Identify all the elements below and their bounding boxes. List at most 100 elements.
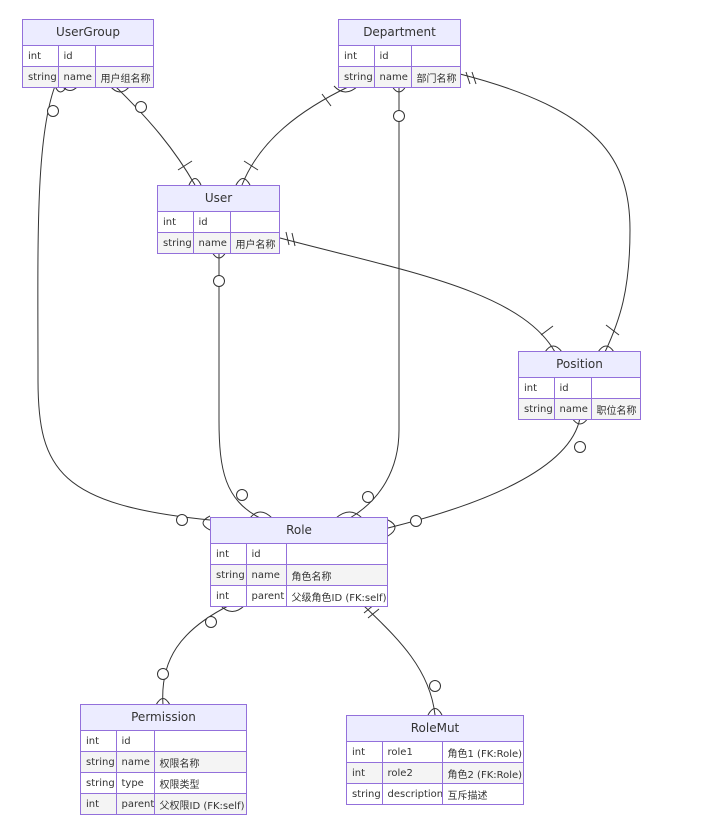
edge-department-role: [335, 85, 407, 519]
attribute-table: int id string name 用户组名称: [23, 46, 153, 87]
entity-user: User int id string name 用户名称: [157, 185, 280, 254]
attribute-name: role2: [382, 762, 443, 784]
attribute-type: string: [158, 232, 194, 253]
attribute-comment: [591, 378, 640, 399]
attribute-type: string: [81, 751, 117, 773]
entity-title: Position: [519, 352, 640, 378]
attribute-name: name: [193, 232, 231, 253]
attribute-row: int role2 角色2 (FK:Role): [347, 762, 523, 784]
attribute-name: type: [116, 772, 155, 794]
edge-department-position: [459, 71, 631, 353]
attribute-row: int id: [519, 378, 640, 399]
entity-department: Department int id string name 部门名称: [338, 19, 461, 88]
attribute-name: parent: [246, 585, 287, 606]
attribute-comment: 用户名称: [230, 232, 279, 253]
attribute-row: string type 权限类型: [81, 772, 246, 794]
attribute-name: id: [246, 544, 287, 565]
attribute-row: int id: [158, 212, 279, 233]
attribute-name: name: [246, 564, 287, 586]
entity-role: Role int id string name 角色名称 int parent …: [210, 517, 388, 607]
attribute-name: name: [374, 66, 412, 87]
attribute-comment: 权限类型: [154, 772, 246, 794]
attribute-comment: 父权限ID (FK:self): [154, 793, 246, 814]
attribute-row: int parent 父权限ID (FK:self): [81, 793, 246, 814]
attribute-name: id: [374, 46, 412, 67]
attribute-comment: 职位名称: [591, 398, 640, 419]
attribute-type: int: [81, 793, 117, 814]
attribute-name: name: [58, 66, 96, 87]
attribute-comment: 角色2 (FK:Role): [442, 762, 523, 784]
entity-usergroup: UserGroup int id string name 用户组名称: [22, 19, 154, 88]
attribute-name: description: [382, 783, 443, 804]
attribute-type: string: [339, 66, 375, 87]
attribute-type: int: [158, 212, 194, 233]
edge-user-position: [279, 231, 563, 353]
attribute-type: int: [81, 731, 117, 752]
edge-user-role: [211, 251, 273, 519]
attribute-row: string description 互斥描述: [347, 783, 523, 804]
attribute-row: int role1 角色1 (FK:Role): [347, 742, 523, 763]
attribute-type: int: [347, 762, 383, 784]
attribute-name: parent: [116, 793, 155, 814]
edge-usergroup-user: [109, 85, 202, 186]
attribute-name: id: [554, 378, 592, 399]
attribute-name: id: [58, 46, 96, 67]
attribute-comment: [230, 212, 279, 233]
edge-position-role: [387, 417, 589, 537]
entity-title: Role: [211, 518, 387, 544]
attribute-comment: [411, 46, 460, 67]
attribute-table: int id string name 职位名称: [519, 378, 640, 419]
attribute-name: name: [554, 398, 592, 419]
attribute-name: name: [116, 751, 155, 773]
attribute-type: int: [347, 742, 383, 763]
attribute-comment: 父级角色ID (FK:self): [286, 585, 387, 606]
attribute-name: id: [116, 731, 155, 752]
attribute-name: id: [193, 212, 231, 233]
attribute-name: role1: [382, 742, 443, 763]
attribute-comment: 角色1 (FK:Role): [442, 742, 523, 763]
entity-rolemut: RoleMut int role1 角色1 (FK:Role) int role…: [346, 715, 524, 805]
attribute-type: int: [519, 378, 555, 399]
attribute-row: string name 用户名称: [158, 232, 279, 253]
entity-title: UserGroup: [23, 20, 153, 46]
attribute-table: int id string name 部门名称: [339, 46, 460, 87]
attribute-type: int: [211, 544, 247, 565]
attribute-type: string: [23, 66, 59, 87]
attribute-type: string: [347, 783, 383, 804]
attribute-row: int id: [339, 46, 460, 67]
attribute-row: int parent 父级角色ID (FK:self): [211, 585, 387, 606]
attribute-row: string name 部门名称: [339, 66, 460, 87]
attribute-comment: 权限名称: [154, 751, 246, 773]
attribute-type: int: [23, 46, 59, 67]
attribute-comment: 角色名称: [286, 564, 387, 586]
attribute-type: string: [519, 398, 555, 419]
attribute-comment: [95, 46, 153, 67]
attribute-table: int id string name 角色名称 int parent 父级角色I…: [211, 544, 387, 606]
attribute-type: string: [81, 772, 117, 794]
attribute-type: int: [211, 585, 247, 606]
entity-position: Position int id string name 职位名称: [518, 351, 641, 420]
attribute-row: string name 用户组名称: [23, 66, 153, 87]
attribute-type: string: [211, 564, 247, 586]
attribute-row: string name 角色名称: [211, 564, 387, 586]
attribute-table: int id string name 权限名称 string type 权限类型…: [81, 731, 246, 814]
attribute-table: int role1 角色1 (FK:Role) int role2 角色2 (F…: [347, 742, 523, 804]
edge-role-permission: [155, 604, 246, 706]
entity-title: User: [158, 186, 279, 212]
attribute-row: int id: [23, 46, 153, 67]
entity-title: Department: [339, 20, 460, 46]
entity-title: RoleMut: [347, 716, 523, 742]
attribute-row: int id: [81, 731, 246, 752]
attribute-type: int: [339, 46, 375, 67]
attribute-comment: [154, 731, 246, 752]
attribute-comment: 互斥描述: [442, 783, 523, 804]
attribute-row: int id: [211, 544, 387, 565]
attribute-comment: 部门名称: [411, 66, 460, 87]
entity-title: Permission: [81, 705, 246, 731]
edge-department-user: [235, 85, 359, 186]
edge-usergroup-role: [37, 85, 211, 531]
attribute-row: string name 职位名称: [519, 398, 640, 419]
edge-role-rolemut: [362, 603, 443, 716]
attribute-comment: [286, 544, 387, 565]
attribute-comment: 用户组名称: [95, 66, 153, 87]
